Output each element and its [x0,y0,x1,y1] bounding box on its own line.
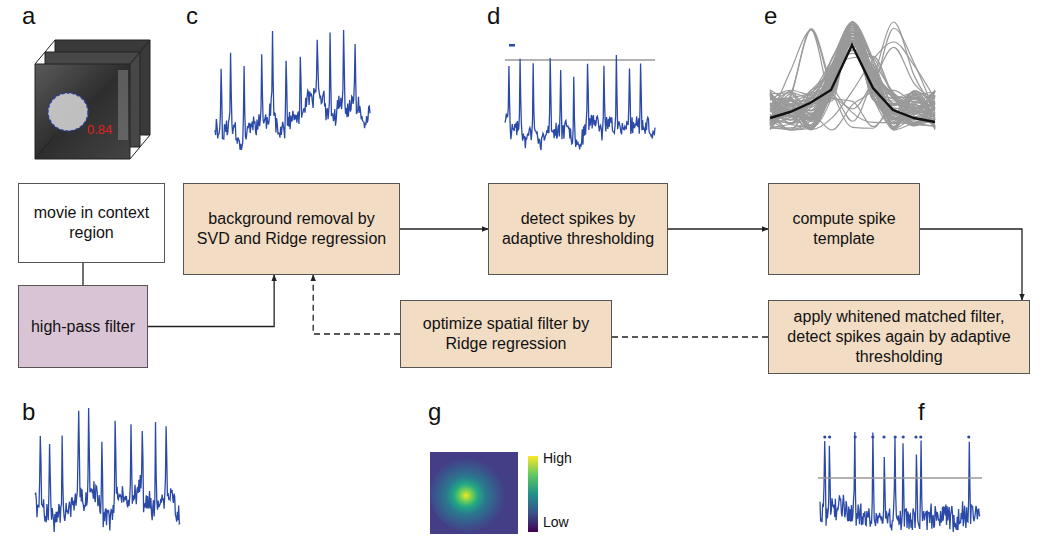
spike-waveform [770,22,935,125]
spike-mark [509,44,515,47]
spike-waveform [770,22,935,117]
spike-mark [823,435,826,438]
box-label: high-pass filter [31,317,135,337]
panel-letter: e [764,2,777,30]
spike-mark [967,435,970,438]
colorbar-label: High [543,450,572,466]
trace-f [818,432,982,532]
box-label: optimize spatial filter by Ridge regress… [409,314,603,354]
spatial-filter-heatmap [430,452,538,534]
flow-connector [668,228,768,229]
box-label: apply whitened matched filter, detect sp… [777,307,1021,367]
spike-waveform [770,22,935,129]
panel-letter: d [487,2,500,30]
process-box: detect spikes by adaptive thresholding [488,183,668,275]
flow-connector [82,263,83,285]
trace-c [215,30,370,150]
process-box: optimize spatial filter by Ridge regress… [400,300,612,368]
panel-letter: g [428,398,441,426]
panel-letter: c [186,2,198,30]
spike-waveform [770,34,935,129]
spike-waveform [770,32,935,130]
box-label: movie in context region [27,203,156,243]
signal-trace [505,55,655,150]
spike-mark [854,435,857,438]
filter-box: high-pass filter [18,285,148,368]
spike-mark [882,435,885,438]
signal-trace [820,432,980,532]
spike-template [770,45,935,122]
panel-letter: b [22,398,35,426]
feedback-connector [612,336,768,337]
spike-waveform [770,40,935,122]
process-box: apply whitened matched filter, detect sp… [768,300,1030,374]
colorbar-label: Low [543,514,569,530]
process-box: compute spike template [768,183,920,275]
spike-waveform [770,22,935,124]
process-box: background removal by SVD and Ridge regr… [183,183,400,275]
spike-mark [919,435,922,438]
signal-trace [35,408,180,532]
threshold-line [818,477,982,479]
spike-mark [828,435,831,438]
box-label: compute spike template [777,209,911,249]
spike-waveform [770,22,935,130]
score-value: 0.84 [87,122,112,137]
feedback-connector [313,275,400,334]
spike-mark [902,435,905,438]
panel-letter: f [918,398,925,426]
spike-waveform [770,22,935,130]
trace-d [505,44,655,150]
flow-connector [920,229,1022,300]
spike-waveform [770,22,935,126]
box-label: background removal by SVD and Ridge regr… [192,209,391,249]
spike-waveform [770,56,935,125]
spike-waveform [770,30,935,127]
spike-waveform [770,38,935,124]
flow-connector [400,228,488,229]
spike-mark [871,435,874,438]
spike-templates [770,22,935,130]
panel-letter: a [22,2,35,30]
spike-waveform [770,22,935,118]
spike-mark [914,435,917,438]
spike-waveform [770,38,935,124]
movie-frames [35,40,150,159]
box-label: detect spikes by adaptive thresholding [497,209,659,249]
spike-mark [894,435,897,438]
flow-connector [148,275,274,327]
trace-b [35,408,180,532]
signal-trace [215,30,370,150]
spike-waveform [770,22,935,130]
spike-waveform [770,41,935,123]
spike-waveform [770,28,935,130]
input-box: movie in context region [18,183,165,263]
